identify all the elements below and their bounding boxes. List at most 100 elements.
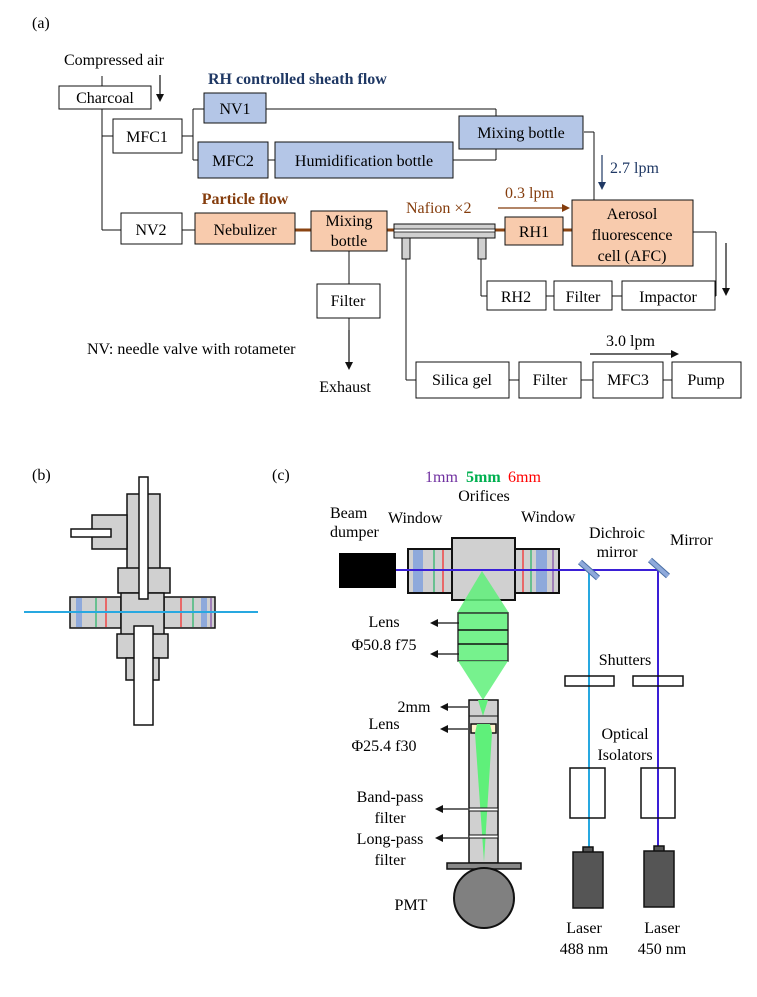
humidification-label: Humidification bottle <box>295 153 433 170</box>
mfc1-label: MFC1 <box>126 129 168 146</box>
longpass-label-2: filter <box>374 852 406 869</box>
lens1-label-2: Φ50.8 f75 <box>351 637 416 654</box>
charcoal-box: Charcoal <box>58 85 152 110</box>
pump-label: Pump <box>687 372 724 389</box>
nebulizer-box: Nebulizer <box>194 212 296 245</box>
orifice-5mm-label: 5mm <box>466 469 501 486</box>
lens1-lines <box>458 629 508 645</box>
mfc2-box: MFC2 <box>197 141 269 179</box>
rh2-filter-box: Filter <box>553 280 613 311</box>
exhaust-filter-box: Filter <box>316 283 381 319</box>
panel-c: (c) 1mm 5mm 6mm Orifices Beam dumper Win… <box>272 467 713 958</box>
laser-450 <box>643 850 675 908</box>
dichroic-mirror-face <box>578 560 600 580</box>
particle-mixing-label-1: Mixing <box>325 213 372 230</box>
bandpass-label-1: Band-pass <box>357 789 424 806</box>
panel-b-label: (b) <box>32 467 51 484</box>
outlet-tube <box>133 625 154 726</box>
window-right-label: Window <box>521 509 576 526</box>
rh1-box: RH1 <box>504 216 564 246</box>
laser450-label-2: 450 nm <box>638 941 687 958</box>
pump-filter-label: Filter <box>533 372 568 389</box>
mfc2-label: MFC2 <box>212 153 254 170</box>
sheath-flow-title: RH controlled sheath flow <box>208 71 387 88</box>
lens2-light <box>475 724 492 733</box>
beam-dumper-label-1: Beam <box>330 505 368 522</box>
particle-mixing-bottle-box: Mixing bottle <box>310 210 388 252</box>
afc-box: Aerosol fluorescence cell (AFC) <box>571 199 694 267</box>
band-pass-filter <box>468 807 499 812</box>
laser488-label-2: 488 nm <box>560 941 609 958</box>
particle-flow-title: Particle flow <box>202 191 289 208</box>
pump-filter-box: Filter <box>518 361 582 399</box>
pmt-label: PMT <box>395 897 428 914</box>
compressed-air-label: Compressed air <box>64 52 165 69</box>
optical-isolator-450 <box>640 767 676 819</box>
fluorescence-cone-4 <box>475 733 492 862</box>
afc-label-1: Aerosol <box>607 206 658 223</box>
panel-a: (a) Compressed air RH controlled sheath … <box>32 15 742 399</box>
long-pass-filter <box>468 834 499 839</box>
flow-rate-03: 0.3 lpm <box>505 185 554 202</box>
silica-gel-box: Silica gel <box>415 361 510 399</box>
lens-assembly-1 <box>457 612 509 662</box>
dichroic-label-1: Dichroic <box>589 525 645 542</box>
pmt <box>453 867 515 929</box>
side-inlet-tube <box>70 528 112 538</box>
isolators-label-1: Optical <box>601 726 649 743</box>
rh1-label: RH1 <box>519 224 549 241</box>
flow-rate-30: 3.0 lpm <box>606 333 655 350</box>
charcoal-label: Charcoal <box>76 90 134 107</box>
impactor-label: Impactor <box>639 289 697 306</box>
rh2-filter-label: Filter <box>566 289 601 306</box>
laser-488 <box>572 851 604 909</box>
nv2-label: NV2 <box>135 222 166 239</box>
orifice-1mm-label: 1mm <box>425 469 458 486</box>
nafion-label: Nafion ×2 <box>406 200 471 217</box>
sheath-mixing-label: Mixing bottle <box>477 125 565 142</box>
silica-gel-label: Silica gel <box>432 372 493 389</box>
nafion-dryer <box>393 223 496 260</box>
beam-dumper-label-2: dumper <box>330 524 380 541</box>
optical-isolator-488 <box>569 767 606 819</box>
exhaust-label: Exhaust <box>319 379 371 396</box>
rh2-label: RH2 <box>501 289 531 306</box>
longpass-label-1: Long-pass <box>357 831 424 848</box>
mfc1-box: MFC1 <box>112 118 183 154</box>
nebulizer-label: Nebulizer <box>213 222 277 239</box>
flow-rate-27: 2.7 lpm <box>610 160 659 177</box>
fluorescence-cone-2 <box>458 661 508 700</box>
impactor-box: Impactor <box>621 280 716 311</box>
shutter-450 <box>632 675 684 687</box>
nv-legend: NV: needle valve with rotameter <box>87 341 296 358</box>
bandpass-label-2: filter <box>374 810 406 827</box>
exhaust-filter-label: Filter <box>331 293 366 310</box>
lens2-label-2: Φ25.4 f30 <box>351 738 416 755</box>
orifices-label: Orifices <box>458 488 510 505</box>
shutters-label: Shutters <box>599 652 651 669</box>
nv2-box: NV2 <box>120 212 183 245</box>
turning-mirror-face <box>648 558 670 578</box>
laser450-label-1: Laser <box>644 920 680 937</box>
beam-dumper <box>339 553 396 588</box>
aperture-label: 2mm <box>398 699 431 716</box>
mirror-label: Mirror <box>670 532 713 549</box>
lens1-label-1: Lens <box>368 614 399 631</box>
label-arrows <box>430 619 468 842</box>
lens2-label-1: Lens <box>368 716 399 733</box>
connector-lines <box>101 76 717 381</box>
inlet-nozzle <box>138 476 149 600</box>
mfc3-box: MFC3 <box>592 361 664 399</box>
window-left-label: Window <box>388 510 443 527</box>
panel-c-label: (c) <box>272 467 290 484</box>
shutter-488 <box>564 675 615 687</box>
laser488-label-1: Laser <box>566 920 602 937</box>
rh2-box: RH2 <box>486 280 547 311</box>
fluorescence-cone-3 <box>478 700 488 716</box>
sheath-mixing-bottle-box: Mixing bottle <box>458 115 584 150</box>
orifice-6mm-label: 6mm <box>508 469 541 486</box>
pump-box: Pump <box>671 361 742 399</box>
afc-label-3: cell (AFC) <box>598 248 667 265</box>
nv1-label: NV1 <box>219 101 250 118</box>
